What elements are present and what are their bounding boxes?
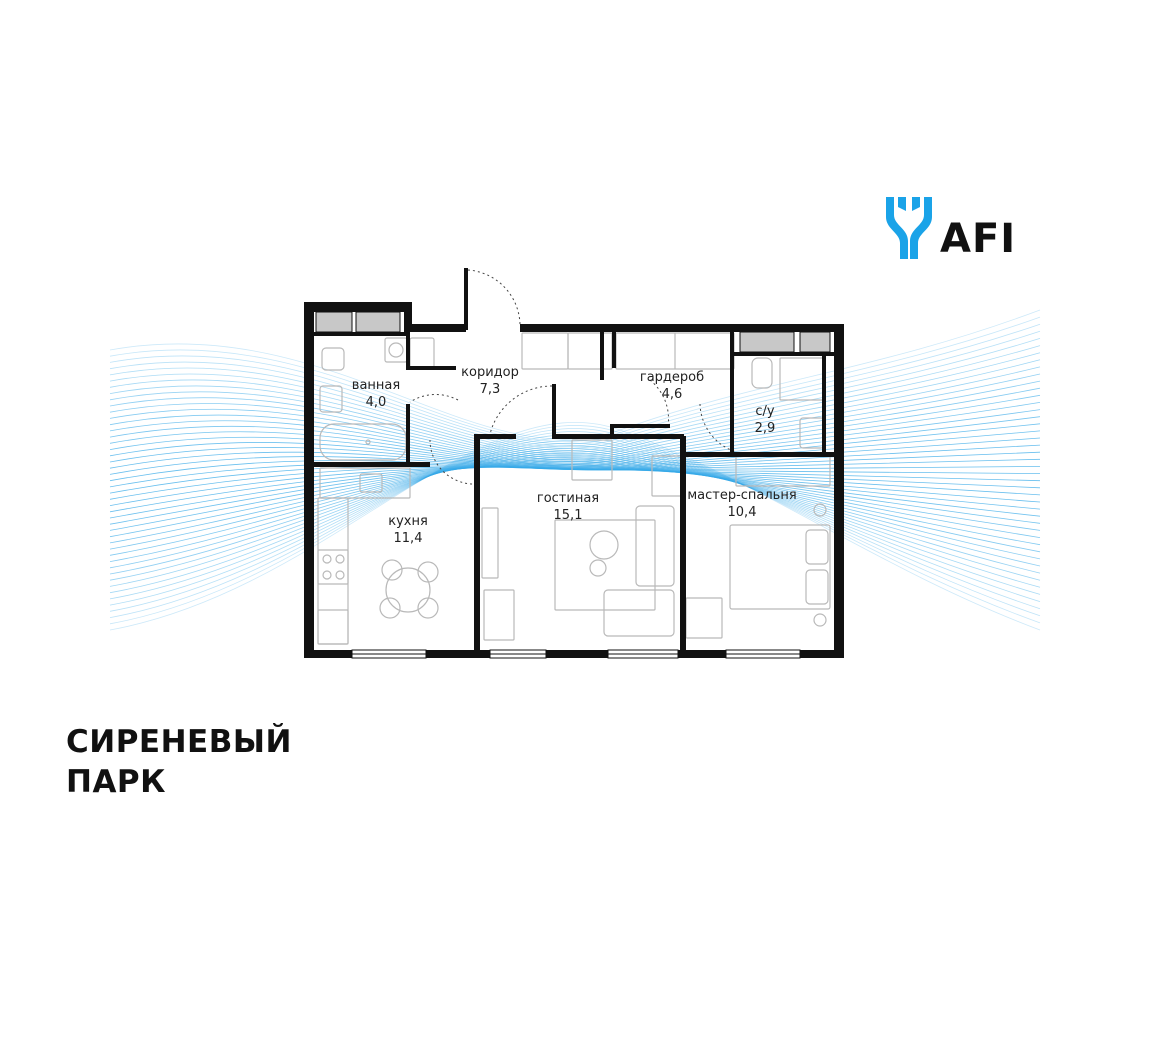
- wave-line: [109, 422, 1041, 631]
- kitchen-sink: [319, 467, 411, 499]
- walls: [304, 268, 844, 658]
- living-wardrobe: [571, 439, 613, 481]
- kitchen-counter: [317, 497, 349, 645]
- room-area: 15,1: [553, 508, 583, 523]
- wave-line: [109, 352, 1041, 454]
- toilet-bathroom: [321, 347, 345, 371]
- sofa: [603, 589, 675, 637]
- stove: [317, 549, 349, 585]
- wave-line: [109, 380, 1041, 461]
- outer-wall-right: [834, 324, 844, 658]
- wave-line: [109, 448, 1041, 575]
- room-area: 11,4: [393, 531, 423, 546]
- room-label-bathroom: ванная 4,0: [352, 377, 400, 411]
- wave-line: [109, 466, 1041, 513]
- outer-wall-top-left: [304, 302, 412, 312]
- room-name: мастер-спальня: [687, 488, 797, 503]
- wave-line: [109, 457, 1041, 550]
- door-swings: [409, 269, 737, 485]
- wave-line: [109, 460, 1041, 538]
- corridor-wardrobe: [567, 332, 613, 370]
- shoe-rack: [521, 332, 569, 370]
- wave-line: [109, 463, 1041, 525]
- room-name: гардероб: [639, 370, 705, 385]
- wc-toilet: [751, 357, 773, 389]
- wave-line: [109, 450, 1041, 569]
- room-area: 2,9: [754, 421, 776, 436]
- chair: [381, 559, 403, 581]
- room-area: 4,6: [661, 387, 683, 402]
- wc-shower: [779, 357, 825, 401]
- wave-line: [109, 373, 1041, 459]
- desk-living: [483, 589, 515, 641]
- room-area: 10,4: [727, 505, 757, 520]
- windows: [315, 311, 831, 659]
- project-title: СИРЕНЕВЫЙ ПАРК: [66, 722, 292, 802]
- furniture-layer: [317, 332, 831, 645]
- coffee-table: [589, 530, 619, 560]
- wave-line: [109, 345, 1041, 451]
- outer-wall-left: [304, 302, 314, 658]
- wave-line: [109, 440, 1041, 594]
- room-label-master-bedroom: мастер-спальня 10,4: [687, 487, 796, 521]
- wave-line: [109, 366, 1041, 457]
- outer-wall-bottom: [304, 650, 844, 658]
- fridge: [317, 609, 349, 645]
- room-label-wardrobe: гардероб 4,6: [640, 369, 704, 403]
- sink-bathroom: [319, 385, 343, 413]
- wave-line: [109, 437, 1041, 600]
- wave-line: [109, 387, 1041, 463]
- wc-sink: [799, 417, 825, 449]
- wave-line: [109, 394, 1041, 464]
- wave-line: [109, 409, 1041, 467]
- wave-line: [109, 452, 1041, 562]
- room-area: 7,3: [479, 382, 501, 397]
- wave-line: [109, 402, 1041, 466]
- room-label-living: гостиная 15,1: [537, 490, 599, 524]
- room-name: гостиная: [536, 491, 600, 506]
- wave-line: [109, 459, 1041, 544]
- room-name: кухня: [388, 514, 428, 529]
- wave-line: [109, 338, 1041, 449]
- wave-line: [109, 445, 1041, 581]
- shelf: [409, 337, 435, 369]
- room-label-kitchen: кухня 11,4: [388, 513, 428, 547]
- room-name: с/у: [755, 404, 775, 419]
- brand-name: AFI: [940, 216, 1017, 262]
- tv-stand: [481, 507, 499, 579]
- room-label-wc: с/у 2,9: [755, 403, 776, 437]
- room-name: коридор: [461, 365, 519, 380]
- wave-line: [109, 330, 1041, 447]
- room-area: 4,0: [365, 395, 387, 410]
- project-title-line-1: СИРЕНЕВЫЙ: [66, 724, 292, 760]
- bedroom-wardrobe: [735, 455, 831, 487]
- outer-wall-top-right: [520, 324, 844, 332]
- bathtub: [319, 423, 407, 461]
- brand-mark-icon: [886, 197, 932, 259]
- washing-machine: [384, 337, 408, 363]
- room-label-corridor: коридор 7,3: [461, 364, 519, 398]
- wave-line: [109, 462, 1041, 531]
- brand-logo: AFI: [882, 193, 1016, 261]
- bedroom-desk: [685, 597, 723, 639]
- wave-line: [109, 466, 1041, 500]
- wave-line: [109, 455, 1041, 556]
- wave-line: [109, 359, 1041, 456]
- room-name: ванная: [351, 378, 401, 393]
- wave-line: [109, 465, 1041, 519]
- bed: [729, 524, 831, 610]
- wave-line: [109, 442, 1041, 587]
- rug: [554, 519, 656, 611]
- project-title-line-2: ПАРК: [66, 764, 166, 800]
- dining-table: [385, 567, 431, 613]
- entry-door: [464, 268, 468, 330]
- wave-line: [109, 466, 1041, 506]
